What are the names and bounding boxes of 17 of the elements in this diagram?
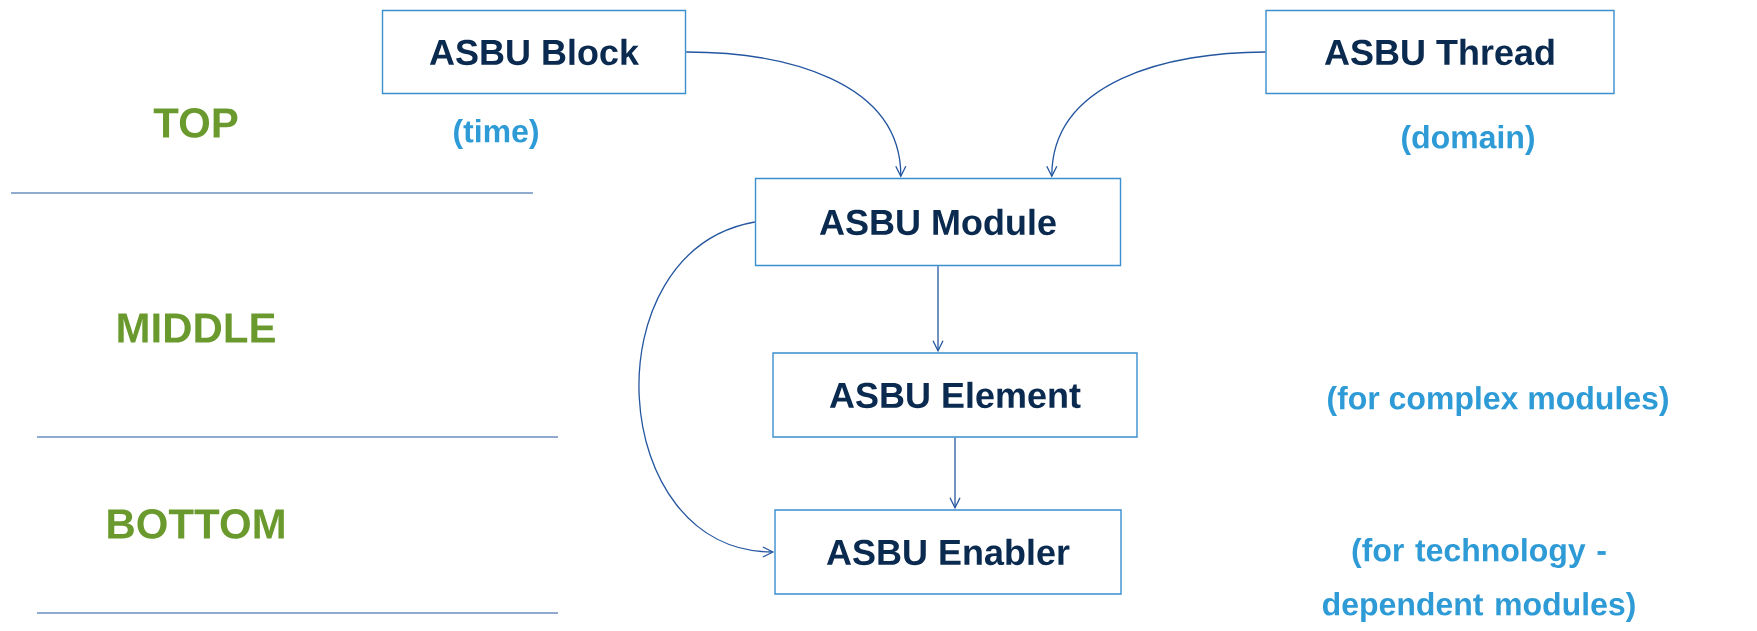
arrow [949, 437, 961, 510]
note-text: (for technology -dependent modules) [1323, 538, 1635, 622]
note-text: (for complex modules) [1328, 386, 1668, 416]
level-label: MIDDLE [118, 313, 275, 343]
process-box: ASBU Element [772, 352, 1138, 438]
arrow [638, 221, 775, 558]
level-label: BOTTOM [108, 509, 284, 539]
process-box: ASBU Thread [1265, 9, 1615, 95]
caption-text: (time) [454, 119, 538, 149]
arrow [1046, 51, 1266, 178]
caption-text: (domain) [1402, 125, 1534, 155]
arrow [932, 265, 944, 353]
process-box: ASBU Module [754, 177, 1122, 267]
process-box: ASBU Block [381, 9, 687, 95]
arrow [685, 51, 907, 178]
level-label: TOP [153, 108, 238, 138]
process-box: ASBU Enabler [774, 509, 1122, 595]
